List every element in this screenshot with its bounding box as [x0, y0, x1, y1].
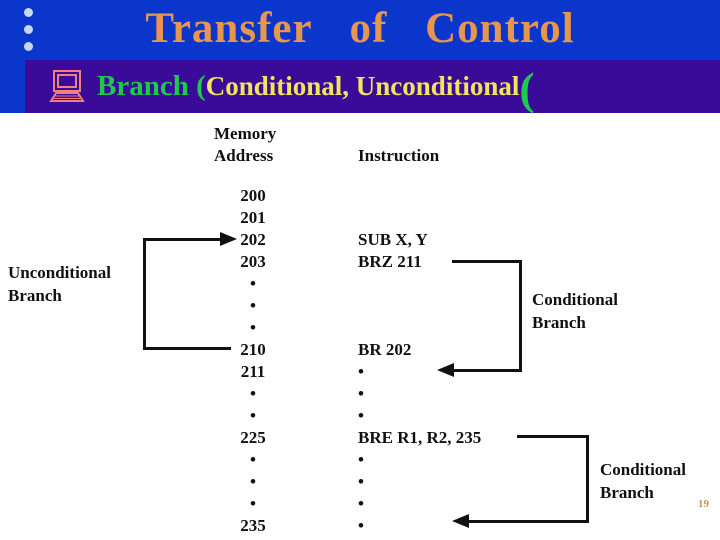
instruction-cell: • [358, 494, 364, 513]
conditional-branch-label-2-line2: Branch [600, 483, 654, 502]
memory-address-cell: 202 [240, 230, 266, 249]
table-row: •• [0, 471, 720, 493]
instruction-header: Instruction [358, 146, 440, 165]
memory-address-cell: 210 [240, 340, 266, 359]
table-row: 225 BRE R1, R2, 235 [0, 427, 720, 449]
instruction-cell: • [358, 450, 364, 469]
conditional2-arrow-top-line [517, 435, 589, 438]
conditional2-arrowhead-icon [452, 514, 469, 528]
conditional1-arrow-top-line [452, 260, 522, 263]
subtitle-bar: Branch ( Conditional, Unconditional ( [25, 60, 720, 113]
conditional1-arrowhead-icon [437, 363, 454, 377]
dots-decoration [24, 8, 34, 59]
table-row: 200 [0, 185, 720, 207]
instruction-cell: • [358, 362, 364, 381]
table-row: 203 BRZ 211 [0, 251, 720, 273]
memory-address-header: Memory Address [214, 123, 276, 167]
instruction-cell: • [358, 384, 364, 403]
table-row: 210 BR 202 [0, 339, 720, 361]
dot-icon [24, 42, 33, 51]
subtitle-detail-text: Conditional, Unconditional [205, 71, 520, 101]
memory-address-cell: 211 [240, 362, 266, 381]
table-row: •• [0, 449, 720, 471]
unconditional-arrowhead-icon [220, 232, 237, 246]
instruction-cell: • [358, 406, 364, 425]
memory-address-cell: • [250, 494, 256, 513]
unconditional-branch-label: Unconditional Branch [8, 261, 111, 307]
memory-address-cell: • [250, 406, 256, 425]
conditional1-arrow-bottom-line [454, 369, 522, 372]
table-row: 211 • [0, 361, 720, 383]
table-row: 202 SUB X, Y [0, 229, 720, 251]
table-row: •• [0, 493, 720, 515]
instruction-cell: BR 202 [358, 340, 412, 359]
table-row: •• [0, 405, 720, 427]
memory-address-cell: • [250, 274, 256, 293]
memory-address-cell: 235 [240, 516, 266, 535]
page-title: Transfer of Control [145, 5, 575, 52]
conditional-branch-label-1-line1: Conditional [532, 290, 618, 309]
unconditional-arrow-vertical-line [143, 238, 146, 350]
memory-address-cell: 203 [240, 252, 266, 271]
conditional-branch-label-2: Conditional Branch [600, 458, 686, 504]
unconditional-branch-label-line2: Branch [8, 286, 62, 305]
instruction-cell: • [358, 472, 364, 491]
memory-address-cell: 225 [240, 428, 266, 447]
unconditional-branch-label-line1: Unconditional [8, 263, 111, 282]
computer-icon [49, 69, 85, 104]
instruction-cell: • [358, 516, 364, 535]
table-row: • [0, 273, 720, 295]
memory-header-line1: Memory [214, 124, 277, 143]
memory-address-cell: • [250, 296, 256, 315]
table-row: 235 • [0, 515, 720, 537]
branch-diagram: Memory Address Instruction 200 201 202 SUB … [0, 113, 720, 540]
unconditional-arrow-top-line [143, 238, 222, 241]
conditional2-arrow-vertical-line [586, 435, 589, 523]
memory-address-cell: • [250, 450, 256, 469]
table-row: •• [0, 383, 720, 405]
unconditional-arrow-bottom-line [143, 347, 231, 350]
memory-address-cell: 201 [240, 208, 266, 227]
conditional1-arrow-vertical-line [519, 260, 522, 372]
conditional2-arrow-bottom-line [469, 520, 589, 523]
instruction-cell: BRE R1, R2, 235 [358, 428, 482, 447]
table-row: • [0, 317, 720, 339]
instruction-cell: BRZ 211 [358, 252, 422, 271]
memory-address-cell: • [250, 472, 256, 491]
dot-icon [24, 25, 33, 34]
page-number: 19 [698, 498, 709, 510]
memory-address-cell: • [250, 384, 256, 403]
conditional-branch-label-1-line2: Branch [532, 313, 586, 332]
memory-address-cell: 200 [240, 186, 266, 205]
instruction-cell: SUB X, Y [358, 230, 428, 249]
dot-icon [24, 8, 33, 17]
conditional-branch-label-1: Conditional Branch [532, 288, 618, 334]
table-row: • [0, 295, 720, 317]
conditional-branch-label-2-line1: Conditional [600, 460, 686, 479]
memory-header-line2: Address [214, 146, 274, 165]
subtitle-branch-text: Branch ( [97, 70, 206, 102]
memory-address-cell: • [250, 318, 256, 337]
table-row: 201 [0, 207, 720, 229]
